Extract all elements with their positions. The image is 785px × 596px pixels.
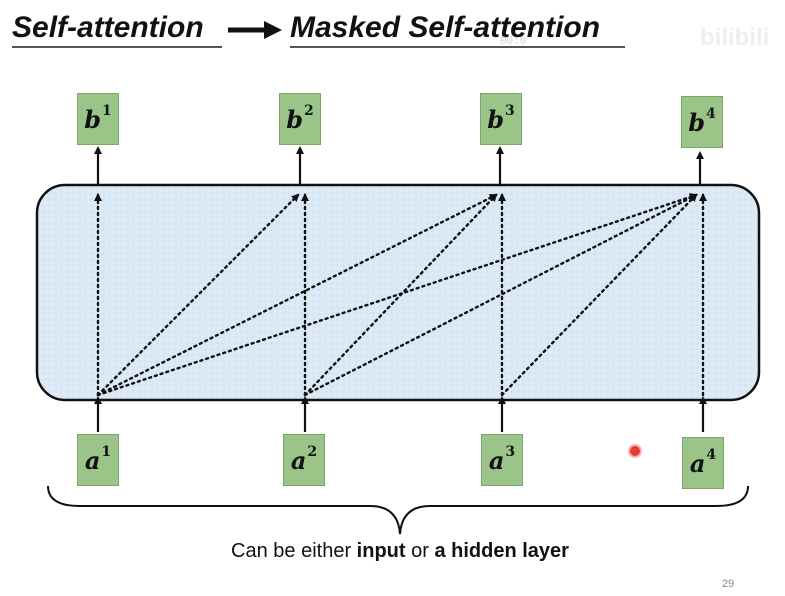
attention-a1-b4 [96, 193, 698, 397]
input-brace [47, 485, 749, 535]
watermark-timestamp: 00:0 [500, 36, 527, 48]
page-number: 29 [722, 578, 735, 590]
laser-pointer-dot [630, 446, 640, 456]
attention-a2-b3 [303, 193, 498, 397]
self-attention-block [35, 183, 761, 402]
attention-a1-b3 [96, 193, 498, 397]
attention-a3-b4 [500, 193, 698, 397]
caption: Can be either input or a hidden layer [231, 540, 569, 562]
title-masked-self-attention: Masked Self-attention [290, 10, 625, 48]
attention-a2-b4 [303, 193, 698, 397]
title-arrow-icon [228, 21, 282, 39]
attention-a1-b2 [96, 193, 300, 397]
title-self-attention: Self-attention [12, 10, 222, 48]
watermark-logo: bilibili [700, 24, 770, 51]
